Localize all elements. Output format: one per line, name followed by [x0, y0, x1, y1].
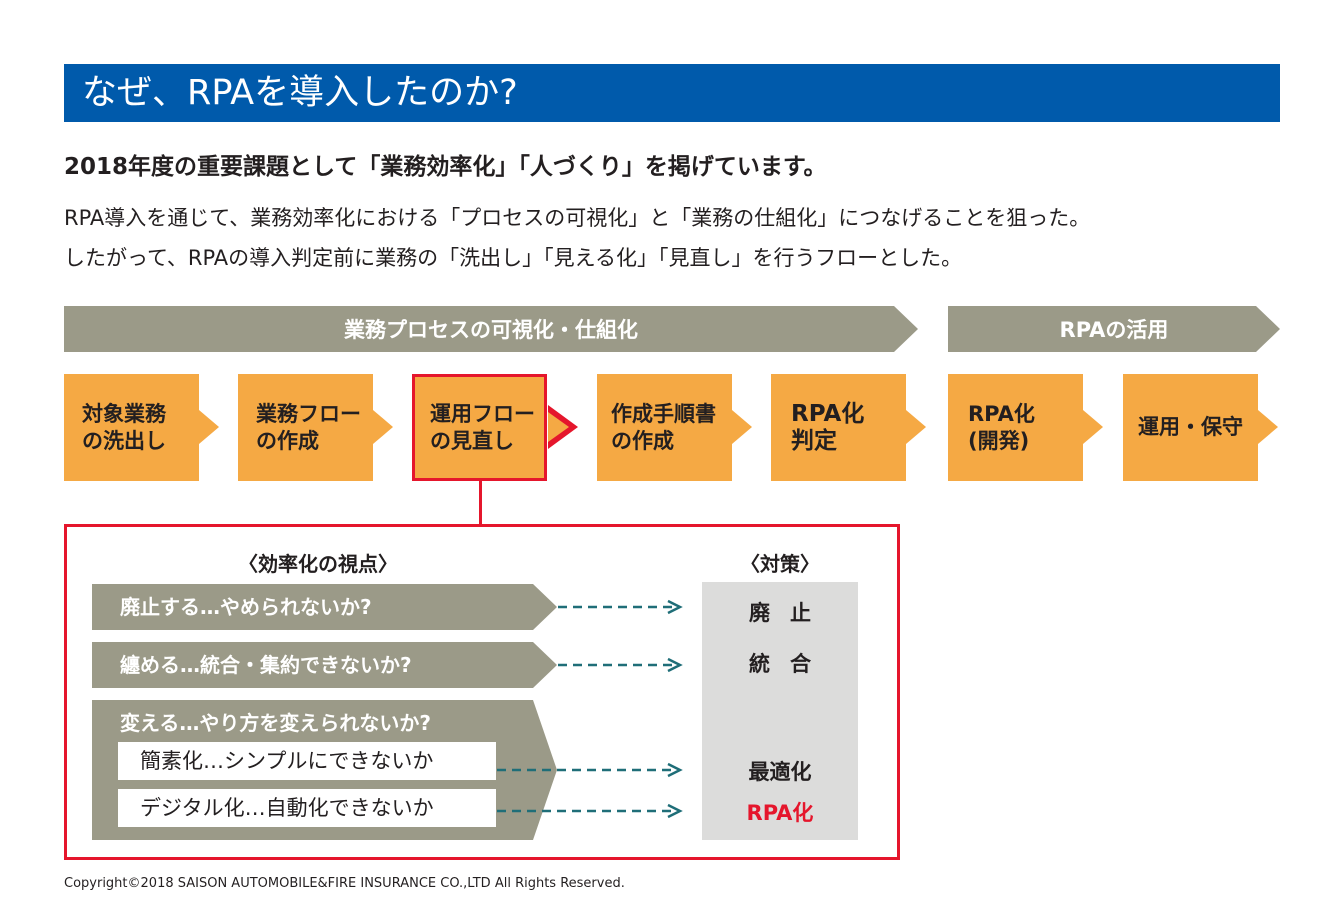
step-label-line: 判定 [791, 427, 837, 454]
title-bar [64, 64, 1280, 122]
step-label-line: の見直し [430, 428, 514, 453]
measure-rpa: RPA化 [746, 801, 814, 825]
copyright: Copyright©2018 SAISON AUTOMOBILE&FIRE IN… [64, 876, 625, 891]
step-rpa-judgement: RPA化判定 [771, 374, 906, 481]
view-abolish: 廃止する…やめられないか? [92, 584, 557, 630]
step-label-line: の洗出し [82, 428, 166, 453]
step-label-line: 運用・保守 [1138, 415, 1243, 439]
step-arrow [906, 410, 926, 444]
step-label-line: 運用フロー [430, 401, 535, 426]
page-title: なぜ、RPAを導入したのか? [82, 73, 518, 113]
highlight-connector [479, 481, 482, 527]
step-rpa-development: RPA化(開発) [948, 374, 1083, 481]
dashed-arrow-head [667, 803, 683, 819]
body-text-line-1: RPA導入を通じて、業務効率化における「プロセスの可視化」と「業務の仕組化」につ… [64, 206, 1091, 230]
step-arrow [548, 412, 569, 442]
dashed-arrow-head [667, 599, 683, 615]
step-arrow [199, 410, 219, 444]
phase-banner-visualization: 業務プロセスの可視化・仕組化 [64, 306, 918, 352]
view-header: 〈効率化の視点〉 [238, 552, 398, 576]
step-target-identification: 対象業務の洗出し [64, 374, 199, 481]
step-label-line: 業務フロー [256, 401, 361, 426]
step-operation-maintenance: 運用・保守 [1123, 374, 1258, 481]
step-label-line: の作成 [611, 428, 674, 453]
step-arrow [1083, 410, 1103, 444]
detail-panel [64, 524, 900, 860]
step-label-line: の作成 [256, 428, 319, 453]
view-consolidate: 纏める…統合・集約できないか? [92, 642, 557, 688]
phase-banner-rpa-usage: RPAの活用 [948, 306, 1280, 352]
measure-header: 〈対策〉 [740, 552, 820, 576]
measure-abolish: 廃止 [749, 601, 831, 625]
phase-label: RPAの活用 [1059, 318, 1169, 342]
view-label: 廃止する…やめられないか? [120, 595, 372, 619]
step-arrow [732, 410, 752, 444]
body-text-line-2: したがって、RPAの導入判定前に業務の「洗出し」「見える化」「見直し」を行うフロ… [64, 246, 963, 270]
step-label-line: RPA化 [968, 401, 1035, 426]
step-label-line: (開発) [968, 428, 1030, 453]
step-label-line: 対象業務 [82, 401, 166, 426]
view-label: 纏める…統合・集約できないか? [120, 653, 412, 677]
headline: 2018年度の重要課題として「業務効率化」「人づくり」を掲げています。 [64, 154, 827, 180]
measure-integrate: 統合 [749, 652, 831, 676]
step-flow-review: 運用フローの見直し [412, 374, 547, 481]
view-label: 変える…やり方を変えられないか? [120, 711, 432, 735]
dashed-arrow-head [667, 657, 683, 673]
subview-simplify: 簡素化…シンプルにできないか [118, 742, 496, 780]
step-label-line: 作成手順書 [611, 401, 716, 426]
subview-digitalize: デジタル化…自動化できないか [118, 789, 496, 827]
step-arrow [1258, 410, 1278, 444]
step-arrow [373, 410, 393, 444]
measures-panel [702, 582, 858, 840]
dashed-arrow-head [667, 762, 683, 778]
phase-label: 業務プロセスの可視化・仕組化 [344, 318, 638, 342]
measure-optimize: 最適化 [748, 760, 812, 784]
step-flow-creation: 業務フローの作成 [238, 374, 373, 481]
step-procedure-manual: 作成手順書の作成 [597, 374, 732, 481]
step-label-line: RPA化 [791, 400, 865, 427]
